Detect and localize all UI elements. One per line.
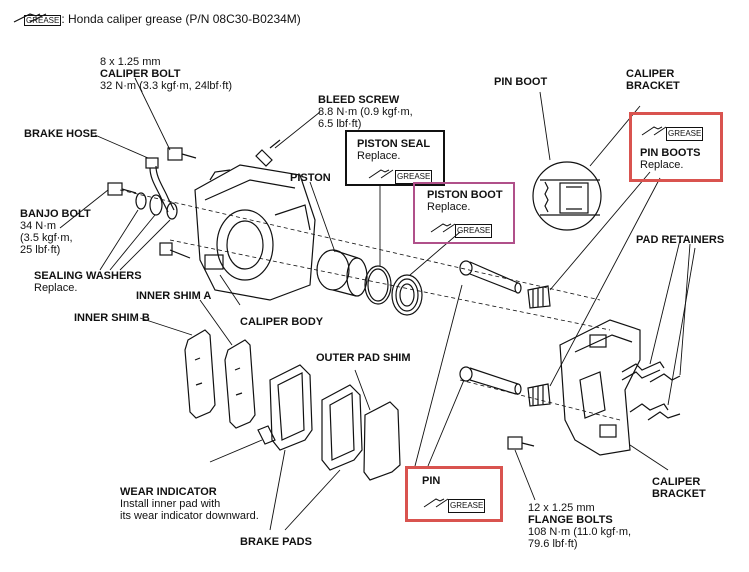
pad-retainer-icon [621,361,681,421]
flange-bolts-torque-2: 79.6 lbf·ft) [528,538,578,550]
bleed-screw-torque-2: 6.5 lbf·ft) [318,118,362,130]
brake-hose-label: BRAKE HOSE [24,128,98,140]
pin-grease-icon [423,498,449,508]
piston-boot-callout: PISTON BOOT Replace. GREASE [413,182,515,244]
bleed-screw-icon [255,139,281,167]
pin-icon-lower [459,366,522,395]
banjo-bolt-name: BANJO BOLT [20,208,91,220]
outer-pad-shim-label: OUTER PAD SHIM [316,352,411,364]
pin-boots-note: Replace. [640,159,684,171]
banjo-bolt-torque-3: 25 lbf·ft) [20,244,61,256]
flange-bolt-icon [507,436,535,450]
wear-indicator-label: WEAR INDICATOR Install inner pad with it… [120,486,259,522]
inner-brake-pad-icon [257,364,313,451]
inner-shim-b-label: INNER SHIM B [74,312,150,324]
caliper-bracket-bottom-l2: BRACKET [652,488,706,500]
wear-indicator-name: WEAR INDICATOR [120,486,217,498]
sealing-washers-name: SEALING WASHERS [34,270,142,282]
caliper-bracket-top-label: CALIPER BRACKET [626,68,680,92]
pin-icon [459,260,522,294]
inner-shim-a-icon [224,339,256,429]
flange-bolts-spec: 12 x 1.25 mm [528,502,595,514]
banjo-bolt-icon [107,182,137,196]
flange-bolts-torque-1: 108 N·m (11.0 kgf·m, [528,526,632,538]
pin-boots-grease-tag: GREASE [666,127,704,141]
pin-boot-label: PIN BOOT [494,76,548,88]
flange-bolts-name: FLANGE BOLTS [528,514,613,526]
bleed-screw-torque-1: 8.8 N·m (0.9 kgf·m, [318,106,413,118]
piston-boot-note: Replace. [427,201,471,213]
pin-boots-name: PIN BOOTS [640,147,701,159]
caliper-bolt-spec: 8 x 1.25 mm [100,56,161,68]
piston-seal-grease-icon [368,169,394,179]
piston-seal-note: Replace. [357,150,401,162]
caliper-bolt-torque: 32 N·m (3.3 kgf·m, 24lbf·ft) [100,80,233,92]
wear-indicator-line-1: Install inner pad with [120,498,221,510]
pin-boot-icon [527,285,551,309]
pin-callout: PIN GREASE [405,466,503,522]
piston-icon [316,249,368,297]
pin-grease-tag: GREASE [448,499,486,513]
wear-indicator-line-2: its wear indicator downward. [120,510,259,522]
pin-name: PIN [422,475,441,487]
pin-boots-callout: GREASE PIN BOOTS Replace. [629,112,723,182]
pad-retainers-label: PAD RETAINERS [636,234,725,246]
piston-seal-name: PISTON SEAL [357,138,431,150]
outer-brake-pad-icon [321,384,363,471]
banjo-bolt-torque-1: 34 N·m [20,220,57,232]
sealing-washers-label: SEALING WASHERS Replace. [34,270,142,294]
caliper-body-icon [159,164,316,301]
pin-boots-grease-icon [641,126,667,136]
piston-label: PISTON [290,172,331,184]
caliper-bolt-icon [167,147,197,161]
legend-grease-tube-icon [13,13,47,23]
legend-text: : Honda caliper grease (P/N 08C30-B0234M… [61,12,301,26]
piston-seal-icon [364,265,392,305]
banjo-bolt-label: BANJO BOLT 34 N·m (3.5 kgf·m, 25 lbf·ft) [20,208,91,256]
caliper-body-label: CALIPER BODY [240,316,324,328]
piston-boot-name: PISTON BOOT [427,189,503,201]
sealing-washer-icon [135,192,178,220]
brake-pads-label: BRAKE PADS [240,536,312,548]
piston-seal-callout: PISTON SEAL Replace. GREASE [345,130,445,186]
piston-boot-icon [391,274,423,316]
caliper-bolt-name: CALIPER BOLT [100,68,181,80]
legend-grease-tag: GREASE [24,15,62,26]
pin-boot-detail-icon [532,161,602,231]
piston-boot-grease-icon [430,223,456,233]
inner-shim-a-label: INNER SHIM A [136,290,212,302]
caliper-bracket-icon [559,319,641,456]
pin-boot-icon-lower [527,383,551,407]
caliper-bracket-top-l1: CALIPER [626,68,675,80]
caliper-bracket-bottom-label: CALIPER BRACKET [652,476,706,500]
caliper-bracket-bottom-l1: CALIPER [652,476,701,488]
brake-hose-icon [145,157,175,213]
sealing-washers-note: Replace. [34,282,78,294]
outer-pad-shim-icon [363,401,401,481]
bleed-screw-label: BLEED SCREW 8.8 N·m (0.9 kgf·m, 6.5 lbf·… [318,94,413,130]
caliper-bolt-label: 8 x 1.25 mm CALIPER BOLT 32 N·m (3.3 kgf… [100,56,232,92]
bleed-screw-name: BLEED SCREW [318,94,400,106]
piston-boot-grease-tag: GREASE [455,224,493,238]
caliper-bracket-top-l2: BRACKET [626,80,680,92]
banjo-bolt-torque-2: (3.5 kgf·m, [20,232,73,244]
inner-shim-b-icon [184,329,216,419]
flange-bolts-label: 12 x 1.25 mm FLANGE BOLTS 108 N·m (11.0 … [528,502,631,550]
